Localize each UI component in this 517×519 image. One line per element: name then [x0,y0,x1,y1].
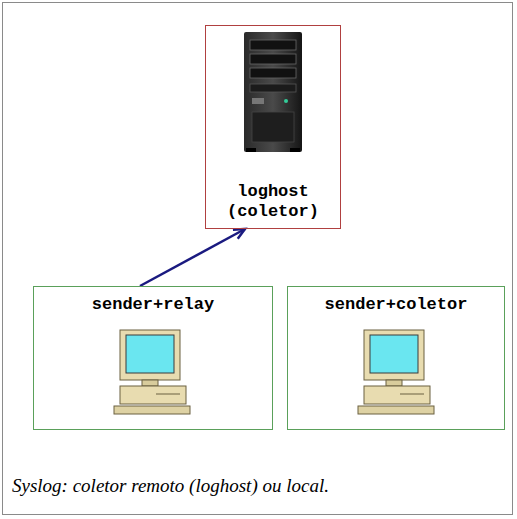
node-label: loghost (coletor) [206,182,340,222]
arrow-head [233,229,245,239]
server-icon [244,32,302,152]
arrow-connector [140,229,245,286]
host-box: sender+relay [33,286,273,430]
arrow-line [140,229,245,286]
node-label: sender+coletor [288,295,504,315]
server-box: loghost (coletor) [205,25,341,229]
host-box: sender+coletor [287,286,505,430]
node-label: sender+relay [34,295,272,315]
caption: Syslog: coletor remoto (loghost) ou loca… [12,475,329,497]
